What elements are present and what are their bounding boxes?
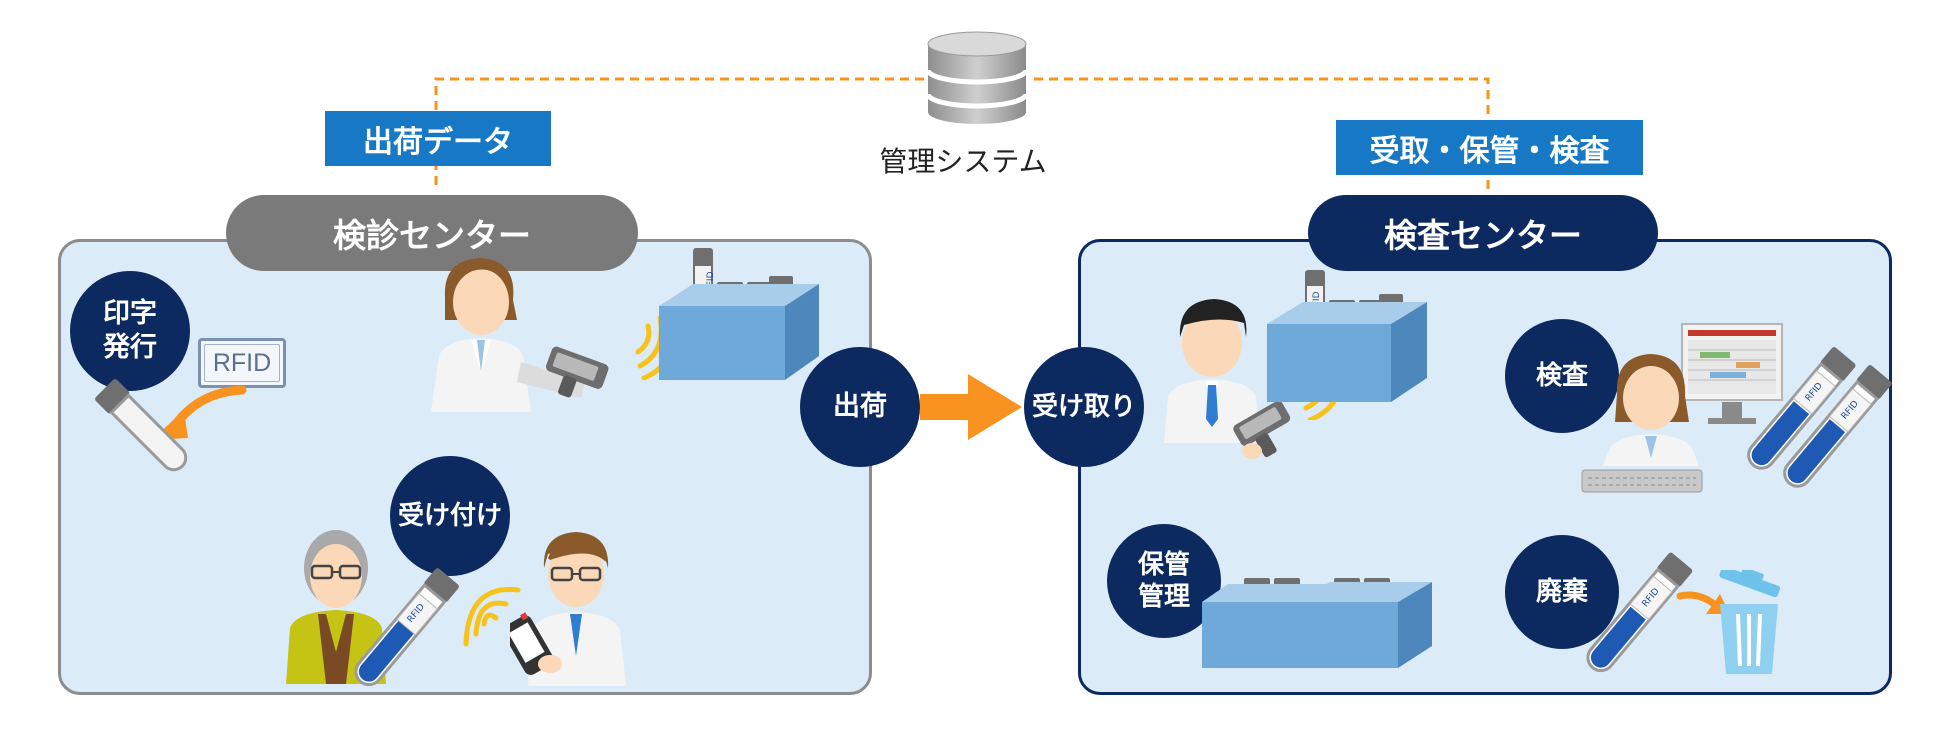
storage-trays-icon	[1202, 578, 1432, 668]
receiving-staff-icon	[1164, 299, 1291, 459]
inspection-center-title: 検査センター	[1308, 195, 1658, 271]
blood-tube-icon: RFID	[354, 568, 459, 687]
trash-can-icon	[1719, 570, 1781, 674]
inspection-tube-2-icon: RFID	[1783, 365, 1892, 488]
keyboard-icon	[1581, 469, 1703, 493]
monitor-icon	[1681, 323, 1783, 424]
ship-step: 出荷	[800, 347, 920, 467]
received-tray-icon: RFID	[1267, 270, 1427, 402]
rfid-tag: RFID	[198, 338, 286, 388]
shipping-data-label: 出荷データ	[325, 111, 551, 166]
staff-with-reader-icon	[431, 258, 609, 412]
system-label: 管理システム	[879, 145, 1047, 178]
tray-tube-label: RFID	[706, 271, 716, 292]
print-issue-step: 印字 発行	[70, 271, 190, 391]
print-step-line2: 発行	[103, 332, 157, 363]
inspection-tube-1-icon: RFID	[1747, 347, 1856, 470]
print-step-line1: 印字	[103, 298, 157, 330]
checkup-center-title: 検診センター	[226, 195, 638, 271]
ship-arrow-icon	[920, 374, 1022, 440]
tube-tray-icon: RFID	[659, 248, 819, 380]
empty-tube-icon	[95, 379, 188, 472]
receive-step: 受け取り	[1024, 347, 1144, 467]
reception-step: 受け付け	[390, 456, 510, 576]
received-tube-label: RFID	[1312, 291, 1322, 312]
receive-store-inspect-label: 受取・保管・検査	[1336, 120, 1643, 175]
reception-staff-icon	[510, 532, 626, 686]
database-icon	[925, 31, 1029, 124]
inspector-icon	[1603, 354, 1699, 466]
inspect-step: 検査	[1505, 319, 1619, 433]
discard-tube-icon: RFID	[1586, 552, 1693, 673]
reception-signal-icon	[463, 586, 521, 647]
patient-icon	[286, 530, 386, 684]
storage-step-line2: 管理	[1137, 582, 1190, 612]
storage-step-line1: 保管	[1137, 549, 1190, 580]
dispose-step: 廃棄	[1505, 535, 1619, 649]
